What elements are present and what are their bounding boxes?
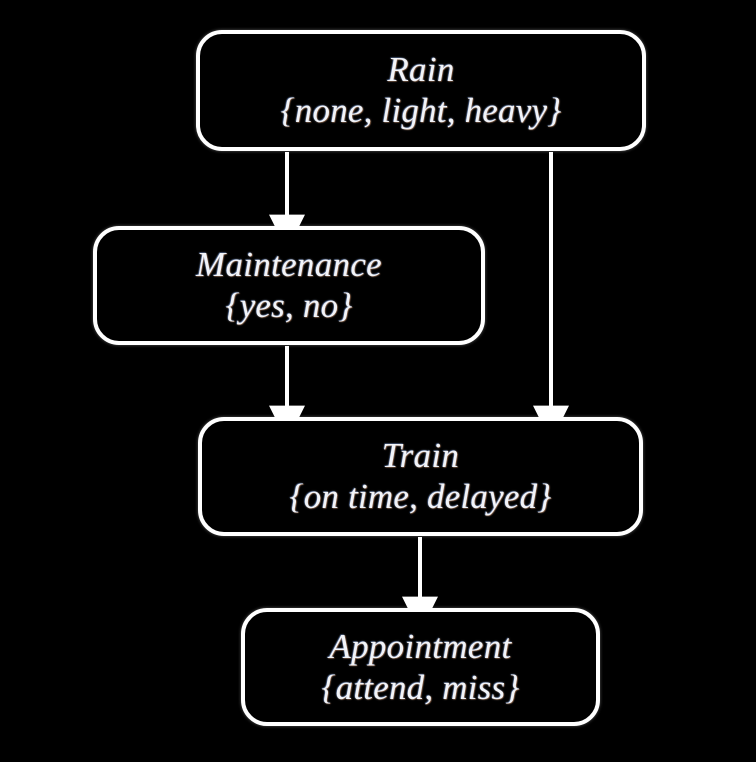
node-train-title: Train (381, 436, 460, 476)
node-train[interactable]: Train {on time, delayed} (198, 417, 643, 536)
node-appointment[interactable]: Appointment {attend, miss} (241, 608, 600, 726)
node-rain-title: Rain (387, 50, 455, 90)
node-maintenance-title: Maintenance (195, 245, 382, 285)
node-appointment-title: Appointment (329, 626, 512, 666)
node-train-states: {on time, delayed} (289, 477, 552, 516)
node-rain-states: {none, light, heavy} (280, 91, 562, 130)
node-rain[interactable]: Rain {none, light, heavy} (196, 30, 646, 151)
node-maintenance-states: {yes, no} (225, 286, 353, 325)
node-maintenance[interactable]: Maintenance {yes, no} (93, 226, 485, 345)
node-appointment-states: {attend, miss} (321, 667, 520, 707)
